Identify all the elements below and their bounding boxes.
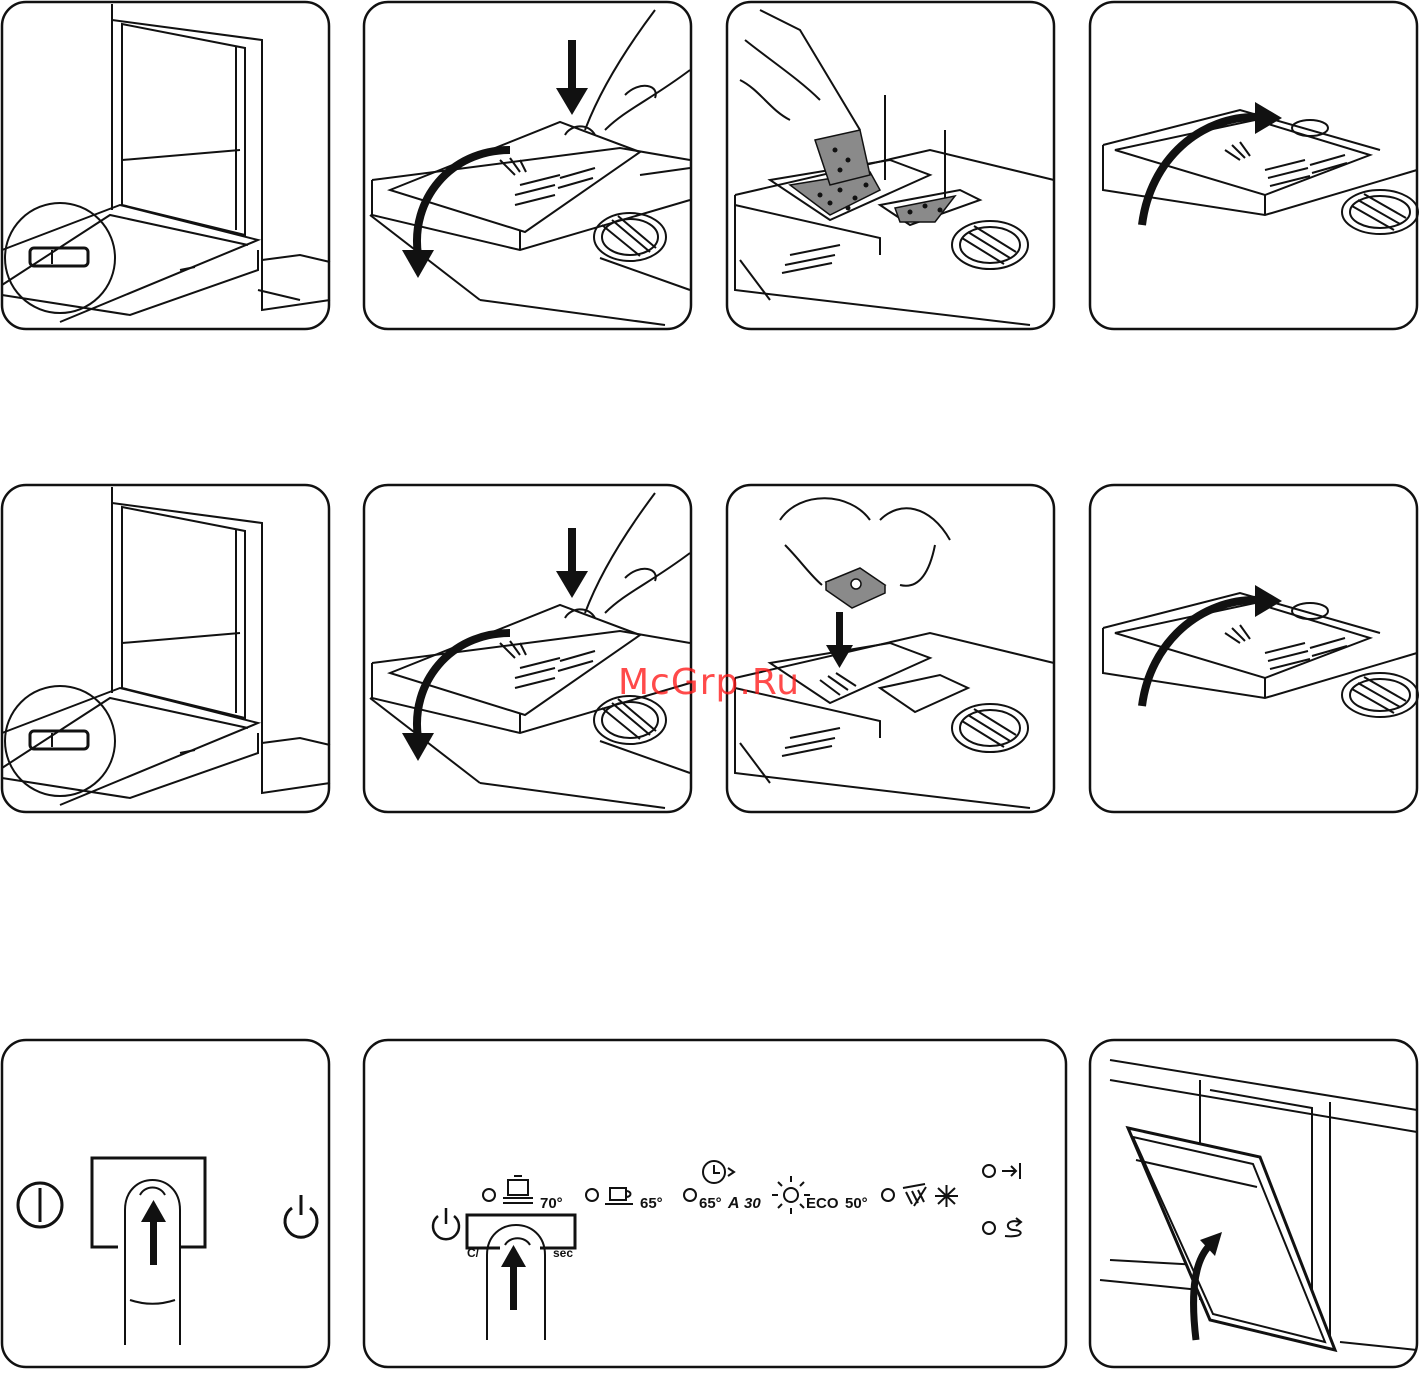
rinse-star-icon: [935, 1185, 958, 1207]
panel-r3-c3: [1090, 1040, 1417, 1367]
reset-led: [983, 1222, 995, 1234]
panel-r1-c1: [2, 2, 330, 329]
program-3-minutes: 30: [744, 1195, 761, 1212]
program-led-2: [586, 1189, 598, 1201]
program-2-temp: 65°: [640, 1195, 663, 1212]
panel-r2-c1: [2, 485, 330, 812]
program-led-1: [483, 1189, 495, 1201]
panel-r1-c4: [1090, 2, 1418, 329]
delay-led: [983, 1165, 995, 1177]
program-1-temp: 70°: [540, 1195, 563, 1212]
panel-r2-c4: [1090, 485, 1418, 812]
panel-r2-c2: [364, 485, 691, 812]
panel-r1-c3: [727, 2, 1054, 329]
panel-r2-c3: [727, 485, 1054, 812]
program-4-eco: ECO: [806, 1195, 839, 1212]
program-3-auto: A: [727, 1195, 740, 1212]
panel-r1-c2: [364, 2, 691, 329]
panel-r3-c1: [2, 1040, 329, 1367]
program-4-temp: 50°: [845, 1195, 868, 1212]
panel-r3-c2: C/ sec 70° 65° 65°: [364, 1040, 1066, 1367]
seconds-button-label: sec: [553, 1246, 573, 1260]
program-led-5: [882, 1189, 894, 1201]
clear-button-label: C/: [467, 1246, 480, 1260]
program-led-3: [684, 1189, 696, 1201]
program-3-temp: 65°: [699, 1195, 722, 1212]
